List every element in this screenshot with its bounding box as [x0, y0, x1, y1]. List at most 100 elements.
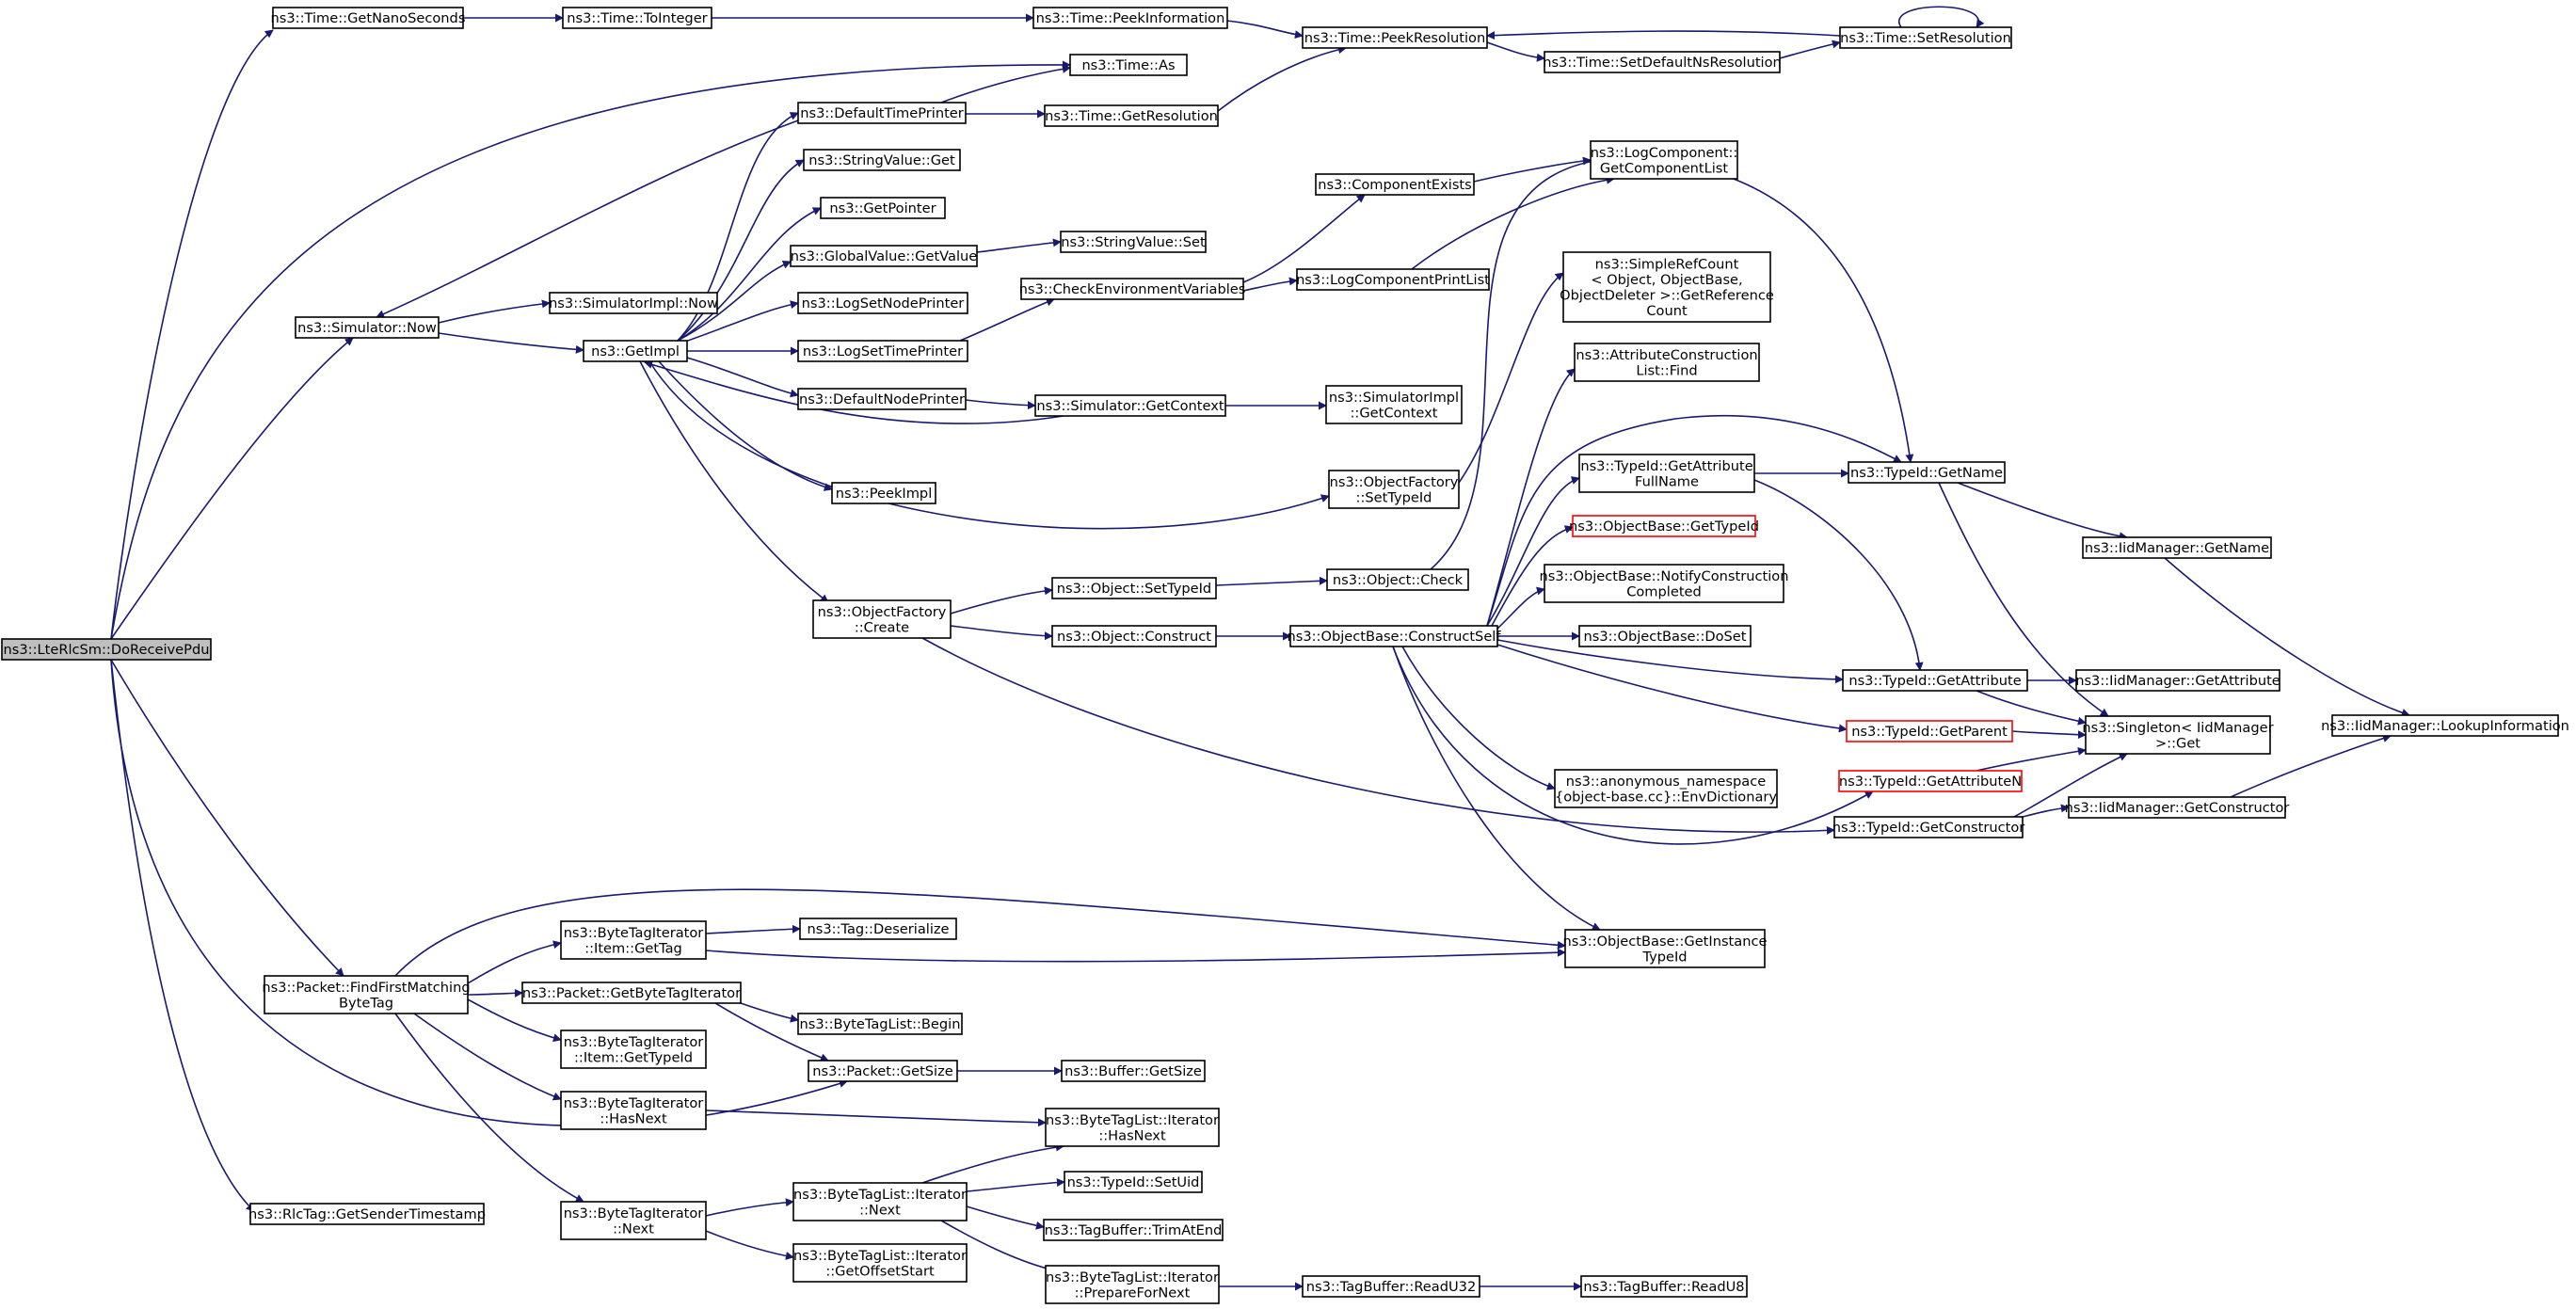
node-label-tbreadu32-0: ns3::TagBuffer::ReadU32: [1306, 1279, 1476, 1295]
node-pktgetsize[interactable]: ns3::Packet::GetSize: [808, 1060, 958, 1082]
node-label-simplerefcount-2: ObjectDeleter >::GetReference: [1560, 287, 1774, 303]
node-btiitemgettid[interactable]: ns3::ByteTagIterator::Item::GetTypeId: [560, 1030, 707, 1069]
node-box-getpointer: [820, 197, 946, 219]
node-getimpl[interactable]: ns3::GetImpl: [583, 340, 688, 362]
node-btligos[interactable]: ns3::ByteTagList::Iterator::GetOffsetSta…: [792, 1243, 968, 1283]
node-box-compexists: [1315, 173, 1475, 196]
node-label-anonenv-1: {object-base.cc}::EnvDictionary: [1555, 789, 1777, 805]
node-tbreadu32[interactable]: ns3::TagBuffer::ReadU32: [1302, 1275, 1480, 1298]
node-obdoset[interactable]: ns3::ObjectBase::DoSet: [1578, 625, 1752, 647]
node-logcompgcl[interactable]: ns3::LogComponent::GetComponentList: [1590, 140, 1738, 180]
node-bufgetsize[interactable]: ns3::Buffer::GetSize: [1061, 1060, 1206, 1082]
node-timeas[interactable]: ns3::Time::As: [1069, 54, 1188, 76]
node-singleton[interactable]: ns3::Singleton< IidManager>::Get: [2082, 715, 2274, 755]
edge-root-to-simnow: [110, 337, 354, 640]
node-getpointer[interactable]: ns3::GetPointer: [820, 197, 946, 219]
node-objcheck[interactable]: ns3::Object::Check: [1326, 568, 1469, 591]
node-tidgetparent[interactable]: ns3::TypeId::GetParent: [1846, 720, 2013, 742]
node-simplerefcount[interactable]: ns3::SimpleRefCount< Object, ObjectBase,…: [1560, 251, 1774, 323]
node-btlipfn[interactable]: ns3::ByteTagList::Iterator::PrepareForNe…: [1045, 1265, 1220, 1304]
edge-tidgetname-to-singleton: [1938, 482, 2109, 717]
node-tidgetattr[interactable]: ns3::TypeId::GetAttribute: [1842, 669, 2028, 692]
node-logcomppl[interactable]: ns3::LogComponentPrintList: [1296, 268, 1490, 291]
node-tointeger[interactable]: ns3::Time::ToInteger: [562, 7, 712, 29]
node-label-tagdeser-0: ns3::Tag::Deserialize: [807, 921, 949, 937]
node-label-deftp-0: ns3::DefaultTimePrinter: [800, 105, 964, 121]
node-tagdeser[interactable]: ns3::Tag::Deserialize: [799, 918, 957, 940]
node-box-defnp: [797, 388, 967, 410]
node-deftp[interactable]: ns3::DefaultTimePrinter: [797, 102, 967, 124]
node-root[interactable]: ns3::LteRlcSm::DoReceivePdu: [1, 638, 212, 661]
node-iidgetname[interactable]: ns3::IidManager::GetName: [2082, 536, 2272, 559]
node-btinext[interactable]: ns3::ByteTagIterator::Next: [560, 1201, 707, 1240]
node-simgetctx[interactable]: ns3::Simulator::GetContext: [1034, 394, 1226, 417]
edge-obconstructself-to-acfind: [1486, 368, 1576, 627]
node-btiitemgettag[interactable]: ns3::ByteTagIterator::Item::GetTag: [560, 920, 707, 960]
node-ofcreate[interactable]: ns3::ObjectFactory::Create: [812, 599, 952, 639]
node-checkenv[interactable]: ns3::CheckEnvironmentVariables: [1019, 278, 1246, 300]
node-label-btlbegin-0: ns3::ByteTagList::Begin: [800, 1016, 961, 1032]
node-iidgetctor[interactable]: ns3::IidManager::GetConstructor: [2065, 796, 2290, 819]
node-compexists[interactable]: ns3::ComponentExists: [1315, 173, 1475, 196]
node-box-iidgetname: [2082, 536, 2272, 559]
edge-btiitemgettag-to-obgetinst: [705, 948, 1566, 963]
node-anonenv[interactable]: ns3::anonymous_namespace{object-base.cc}…: [1554, 769, 1778, 808]
node-box-obconstructself: [1289, 625, 1498, 647]
edge-obconstructself-to-tidgafn: [1486, 476, 1580, 627]
node-peekinfo[interactable]: ns3::Time::PeekInformation: [1032, 7, 1228, 29]
node-box-tidgetattrn: [1838, 770, 2023, 792]
node-iidlookup[interactable]: ns3::IidManager::LookupInformation: [2321, 714, 2569, 737]
node-objsettid[interactable]: ns3::Object::SetTypeId: [1051, 577, 1217, 599]
edge-obconstructself-to-anonenv: [1401, 646, 1556, 790]
node-gvget[interactable]: ns3::GlobalValue::GetValue: [790, 245, 978, 267]
node-box-peekres: [1302, 26, 1488, 49]
node-ofsettid[interactable]: ns3::ObjectFactory::SetTypeId: [1328, 470, 1460, 509]
node-label-pktgetbti-0: ns3::Packet::GetByteTagIterator: [522, 985, 741, 1001]
node-tidsetuid[interactable]: ns3::TypeId::SetUid: [1064, 1171, 1203, 1193]
node-lognp[interactable]: ns3::LogSetNodePrinter: [797, 292, 968, 314]
node-label-objcheck-0: ns3::Object::Check: [1333, 572, 1464, 588]
node-box-simimplctx: [1325, 385, 1463, 424]
node-btlinext[interactable]: ns3::ByteTagList::Iterator::Next: [792, 1182, 968, 1221]
node-pktgetbti[interactable]: ns3::Packet::GetByteTagIterator: [521, 982, 742, 1004]
node-btlihasnext[interactable]: ns3::ByteTagList::Iterator::HasNext: [1045, 1108, 1220, 1147]
node-objconstruct[interactable]: ns3::Object::Construct: [1051, 625, 1217, 647]
node-tbreadu8[interactable]: ns3::TagBuffer::ReadU8: [1580, 1275, 1748, 1298]
node-obnotify[interactable]: ns3::ObjectBase::NotifyConstructionCompl…: [1540, 564, 1789, 603]
node-rlctag[interactable]: ns3::RlcTag::GetSenderTimestamp: [248, 1203, 486, 1225]
node-obconstructself[interactable]: ns3::ObjectBase::ConstructSelf: [1288, 625, 1502, 647]
node-tidgetctor[interactable]: ns3::TypeId::GetConstructor: [1832, 816, 2025, 838]
node-label-getimpl-0: ns3::GetImpl: [591, 343, 680, 359]
node-box-setres: [1839, 26, 2012, 49]
node-getresol[interactable]: ns3::Time::GetResolution: [1044, 104, 1219, 127]
node-tbtrim[interactable]: ns3::TagBuffer::TrimAtEnd: [1043, 1219, 1224, 1241]
node-box-svset: [1060, 231, 1207, 253]
node-peekimpl[interactable]: ns3::PeekImpl: [831, 482, 936, 504]
node-svset[interactable]: ns3::StringValue::Set: [1060, 231, 1207, 253]
node-getnano[interactable]: ns3::Time::GetNanoSeconds: [271, 7, 466, 29]
node-btihasnext[interactable]: ns3::ByteTagIterator::HasNext: [560, 1091, 707, 1130]
node-label-rlctag-0: ns3::RlcTag::GetSenderTimestamp: [248, 1206, 486, 1222]
node-setdefns[interactable]: ns3::Time::SetDefaultNsResolution: [1543, 51, 1782, 73]
node-defnp[interactable]: ns3::DefaultNodePrinter: [797, 388, 967, 410]
node-simnow[interactable]: ns3::Simulator::Now: [295, 316, 440, 339]
node-setres[interactable]: ns3::Time::SetResolution: [1839, 26, 2012, 49]
node-simimplnow[interactable]: ns3::SimulatorImpl::Now: [549, 292, 718, 314]
edge-tidgetctor-to-iidgetctor: [2022, 804, 2070, 818]
node-iidgetattr[interactable]: ns3::IidManager::GetAttribute: [2075, 669, 2280, 692]
node-tidgetname[interactable]: ns3::TypeId::GetName: [1848, 461, 2006, 484]
node-btlbegin[interactable]: ns3::ByteTagList::Begin: [797, 1013, 963, 1035]
node-tidgetattrn[interactable]: ns3::TypeId::GetAttributeN: [1838, 770, 2023, 792]
node-label-btiitemgettag-0: ns3::ByteTagIterator: [564, 925, 704, 941]
edge-iidgetname-to-iidlookup: [2164, 557, 2410, 717]
node-logtp[interactable]: ns3::LogSetTimePrinter: [797, 340, 968, 362]
node-svget[interactable]: ns3::StringValue::Get: [803, 149, 961, 171]
node-obgettid[interactable]: ns3::ObjectBase::GetTypeId: [1569, 515, 1759, 537]
node-peekres[interactable]: ns3::Time::PeekResolution: [1302, 26, 1488, 49]
node-simimplctx[interactable]: ns3::SimulatorImpl::GetContext: [1325, 385, 1463, 424]
node-box-tbtrim: [1043, 1219, 1224, 1241]
